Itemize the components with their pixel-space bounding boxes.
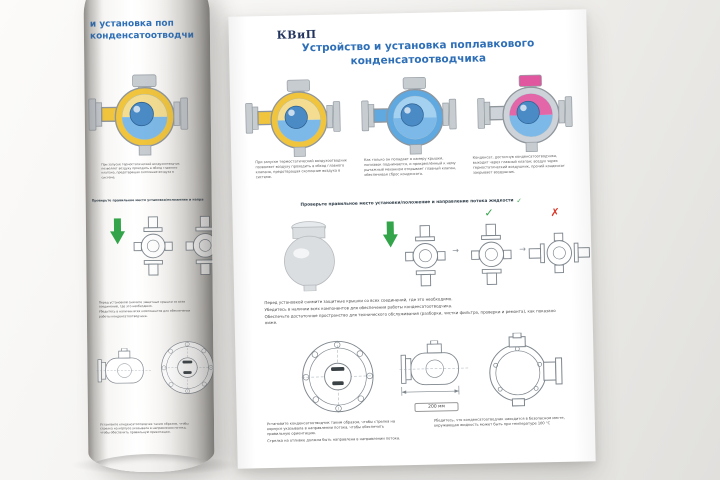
bottom-note-left: Установите конденсатоотводчик таким обра… bbox=[267, 419, 408, 445]
rolled-orientation-figures bbox=[90, 207, 215, 292]
flow-arrow-icon: → bbox=[519, 244, 527, 254]
install-notes: Перед установкой снимите защитные крышки… bbox=[264, 294, 566, 327]
rolled-poster-content: и установка поп конденсатоотводчи При bbox=[83, 0, 215, 473]
valve-cutaway-diagram-1 bbox=[245, 79, 341, 157]
bottom-note-line-3: Убедитесь, что конденсатоотводчик находи… bbox=[433, 415, 565, 428]
poster-title: Устройство и установка поплавкового конд… bbox=[269, 37, 568, 71]
check-heading-text: Проверьте правильное место установки/пол… bbox=[300, 198, 514, 208]
rolled-title-line1: и установка поп bbox=[89, 18, 174, 30]
down-arrow-icon bbox=[382, 221, 398, 248]
valve-cutaway-diagram-2 bbox=[361, 77, 457, 155]
orientation-drawing-c bbox=[528, 232, 590, 274]
diagram-captions: При запуске термостатический воздухоотво… bbox=[255, 154, 569, 181]
orientation-drawing-roll-2 bbox=[185, 215, 215, 276]
valve-cutaway-figure-3 bbox=[476, 70, 576, 154]
valve-cutaway-diagram-roll bbox=[88, 74, 189, 156]
rolled-note-line: Перед установкой снимите защитные крышки… bbox=[98, 299, 186, 309]
rolled-note-line: Убедитесь в наличии всех компонентов для… bbox=[98, 308, 191, 319]
brand-logo: КВиП bbox=[276, 27, 317, 42]
diagram-caption-2: Как только он попадает в камеру крышки, … bbox=[363, 156, 457, 178]
valve-cutaway-diagram-3 bbox=[477, 74, 573, 153]
diagram-caption-1: При запуске термостатический воздухоотво… bbox=[255, 158, 347, 180]
steam-trap-render bbox=[284, 221, 335, 292]
rolled-technical-drawings bbox=[93, 335, 215, 416]
rolled-title-line2: конденсатоотводчи bbox=[89, 30, 194, 42]
valve-cutaway-diagrams bbox=[240, 69, 580, 158]
flange-face-drawing-roll bbox=[160, 341, 215, 395]
bottom-note-line-2: Стрелка на отливке должна быть направлен… bbox=[267, 435, 401, 443]
down-arrow-icon bbox=[110, 218, 126, 245]
orientation-drawing-a bbox=[405, 225, 446, 287]
flange-face-drawing bbox=[301, 340, 374, 413]
check-icon: ✓ bbox=[516, 196, 523, 205]
rolled-bottom-note: Установите конденсатоотводчик таким обра… bbox=[100, 421, 189, 435]
dimension-label: 200 мм bbox=[414, 402, 459, 412]
side-view-drawing-roll bbox=[96, 347, 153, 384]
trap-side-drawing bbox=[489, 332, 563, 407]
diagram-caption-3: Конденсат, достигнув конденсатоотводчика… bbox=[472, 153, 565, 175]
orientation-drawing-roll-1 bbox=[133, 216, 173, 276]
valve-cutaway-figure-1 bbox=[244, 74, 344, 158]
bottom-note-right: Убедитесь, что конденсатоотводчик находи… bbox=[434, 416, 575, 442]
rolled-check-heading: Проверьте правильное место установки/пол… bbox=[91, 197, 204, 203]
bottom-note-line-1: Установите конденсатоотводчик таким обра… bbox=[266, 419, 396, 437]
rolled-poster: и установка поп конденсатоотводчи При bbox=[83, 0, 215, 473]
orientation-drawing-b bbox=[471, 223, 512, 285]
cross-icon: ✗ bbox=[550, 205, 560, 220]
check-icon: ✓ bbox=[484, 206, 494, 220]
rolled-poster-title: и установка поп конденсатоотводчи bbox=[90, 18, 194, 43]
flow-arrow-icon: → bbox=[452, 246, 460, 256]
valve-cutaway-figure-2 bbox=[360, 72, 460, 156]
flat-poster: КВиП Устройство и установка поплавкового… bbox=[228, 9, 596, 469]
side-view-drawing bbox=[399, 340, 470, 396]
rolled-install-notes: Перед установкой снимите защитные крышки… bbox=[99, 300, 191, 331]
technical-drawings: 200 мм bbox=[253, 329, 583, 422]
rolled-caption: При запуске термостатический воздухоотво… bbox=[101, 161, 180, 180]
orientation-figures: → ✓ → ✗ bbox=[250, 205, 590, 297]
